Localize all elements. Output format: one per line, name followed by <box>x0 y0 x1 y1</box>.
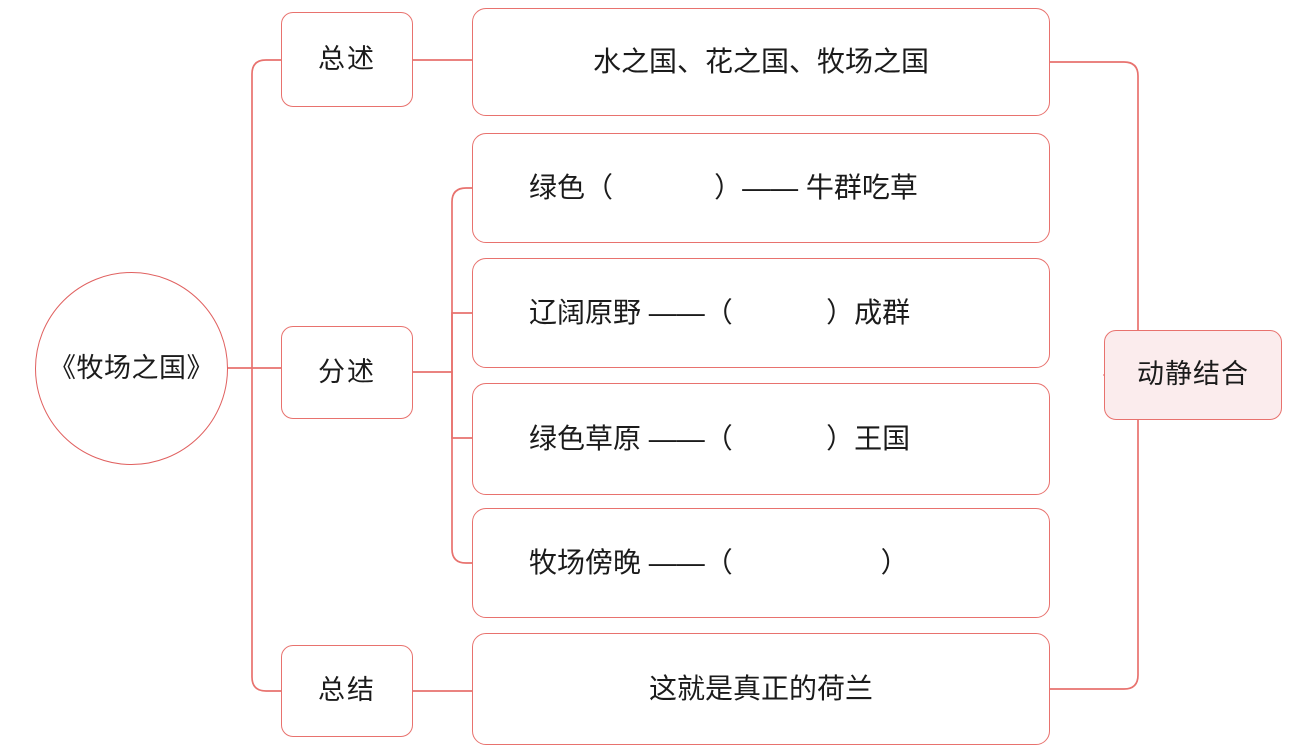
wire-b1-to-right-spine <box>1049 61 1139 376</box>
branch-chip-overview[interactable]: 总述 <box>281 12 413 107</box>
root-label: 《牧场之国》 <box>49 352 214 383</box>
summary-label: 动静结合 <box>1137 359 1249 390</box>
branch-chip-conclusion[interactable]: 总结 <box>281 645 413 737</box>
root-node[interactable]: 《牧场之国》 <box>35 272 228 465</box>
branch-chip-detail[interactable]: 分述 <box>281 326 413 419</box>
wire-sub-to-b4 <box>451 371 473 439</box>
wire-spine-to-overview <box>251 59 282 369</box>
content-text: 牧场傍晚 ——（ ） <box>529 546 909 578</box>
content-box-detail-3[interactable]: 绿色草原 ——（ ）王国 <box>472 383 1050 495</box>
content-text: 绿色（ ）—— 牛群吃草 <box>529 171 918 203</box>
summary-node[interactable]: 动静结合 <box>1104 330 1282 420</box>
content-box-detail-2[interactable]: 辽阔原野 ——（ ）成群 <box>472 258 1050 368</box>
content-box-overview-1[interactable]: 水之国、花之国、牧场之国 <box>472 8 1050 116</box>
content-text: 辽阔原野 ——（ ）成群 <box>529 296 911 328</box>
wire-spine-to-conclusion <box>251 367 282 692</box>
content-box-detail-1[interactable]: 绿色（ ）—— 牛群吃草 <box>472 133 1050 243</box>
branch-label-overview: 总述 <box>318 43 376 74</box>
content-text: 绿色草原 ——（ ）王国 <box>529 422 911 454</box>
wire-sub-to-b2 <box>451 187 473 373</box>
wire-b6-to-right-spine <box>1049 374 1139 690</box>
content-text: 这就是真正的荷兰 <box>648 672 873 704</box>
branch-label-detail: 分述 <box>318 356 376 387</box>
wire-sub-to-b3 <box>451 312 473 373</box>
branch-label-conclusion: 总结 <box>318 675 376 706</box>
content-text: 水之国、花之国、牧场之国 <box>592 45 929 77</box>
wire-sub-to-b5 <box>451 371 473 564</box>
content-box-conclusion-1[interactable]: 这就是真正的荷兰 <box>472 633 1050 745</box>
content-box-detail-4[interactable]: 牧场傍晚 ——（ ） <box>472 508 1050 618</box>
